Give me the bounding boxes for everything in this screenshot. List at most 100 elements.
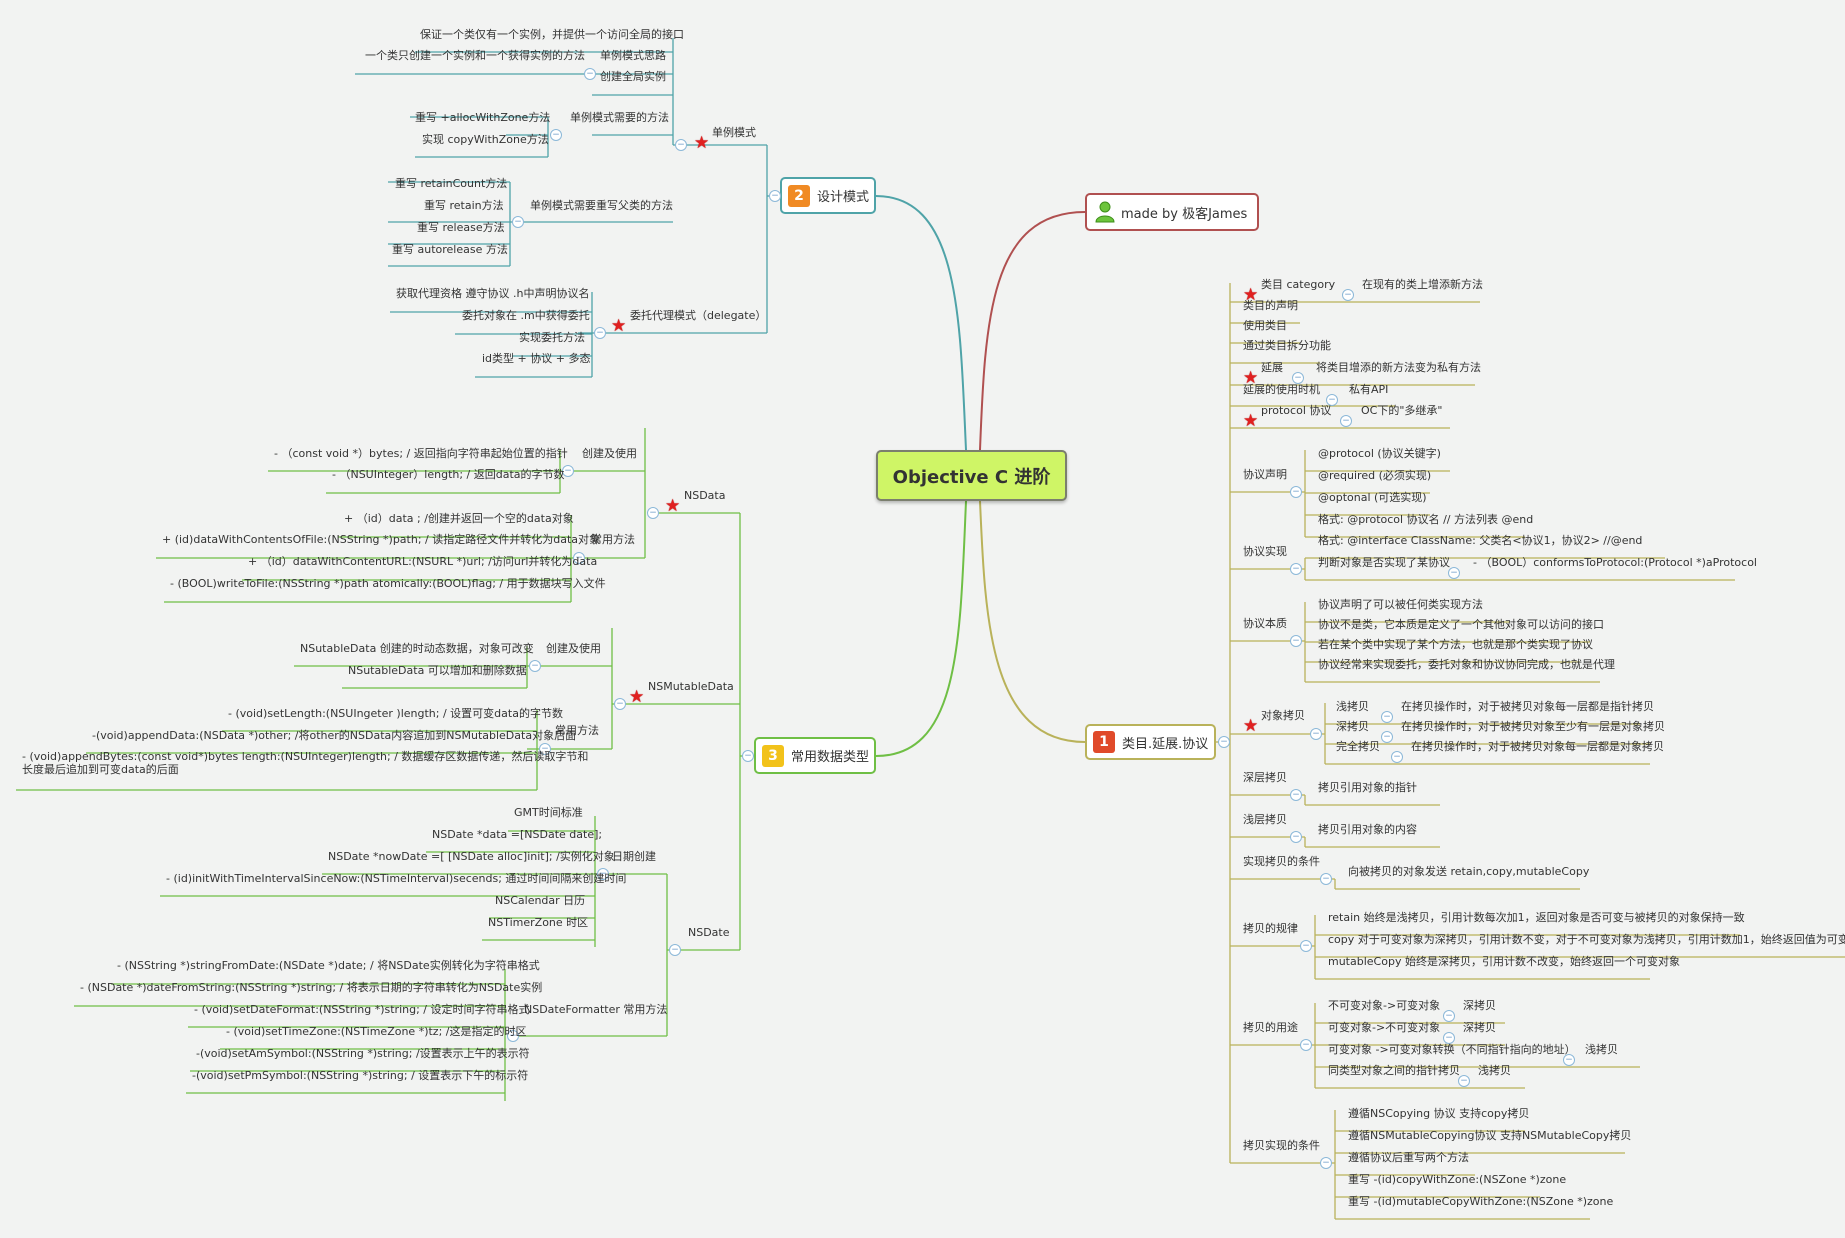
topic-node[interactable]: NSTimerZone 时区 (488, 916, 589, 929)
central-topic[interactable]: Objective C 进阶 (876, 450, 1067, 501)
topic-node[interactable]: 一个类只创建一个实例和一个获得实例的方法 (365, 49, 585, 62)
topic-node[interactable]: - （const void *）bytes; / 返回指向字符串起始位置的指针 (274, 447, 568, 460)
topic-node[interactable]: GMT时间标准 (514, 806, 583, 819)
topic-node[interactable]: retain 始终是浅拷贝，引用计数每次加1，返回对象是否可变与被拷贝的对象保持… (1328, 911, 1745, 924)
collapse-toggle-icon[interactable]: − (614, 698, 626, 710)
topic-node[interactable]: 协议不是类，它本质是定义了一个其他对象可以访问的接口 (1318, 618, 1604, 631)
topic-node[interactable]: 将类目增添的新方法变为私有方法 (1316, 361, 1481, 374)
topic-node[interactable]: 创建及使用 (546, 642, 601, 655)
topic-node[interactable]: 单例模式思路 (600, 49, 666, 62)
collapse-toggle-icon[interactable]: − (1391, 751, 1403, 763)
topic-node[interactable]: NSutableData 可以增加和删除数据 (348, 664, 527, 677)
topic-node[interactable]: 在现有的类上增添新方法 (1362, 278, 1483, 291)
collapse-toggle-icon[interactable]: − (1292, 372, 1304, 384)
topic-node[interactable]: 延展的使用时机 (1243, 383, 1320, 396)
collapse-toggle-icon[interactable]: − (550, 129, 562, 141)
topic-node[interactable]: 对象拷贝 (1261, 709, 1305, 722)
collapse-toggle-icon[interactable]: − (1443, 1010, 1455, 1022)
topic-node[interactable]: 浅拷贝 (1478, 1064, 1511, 1077)
topic-node[interactable]: 类目 category (1261, 278, 1336, 291)
collapse-toggle-icon[interactable]: − (1300, 1039, 1312, 1051)
topic-node[interactable]: 可变对象 ->可变对象转换（不同指针指向的地址） (1328, 1043, 1576, 1056)
topic-node[interactable]: - (NSDate *)dateFromString:(NSString *)s… (80, 981, 543, 994)
topic-node[interactable]: + (id)dataWithContentsOfFile:(NSString *… (162, 533, 601, 546)
topic-node[interactable]: protocol 协议 (1261, 404, 1332, 417)
topic-node[interactable]: 重写 -(id)mutableCopyWithZone:(NSZone *)zo… (1348, 1195, 1614, 1208)
collapse-toggle-icon[interactable]: − (1290, 563, 1302, 575)
topic-node[interactable]: 重写 autorelease 方法 (392, 243, 508, 256)
topic-node[interactable]: 重写 release方法 (417, 221, 505, 234)
topic-node[interactable]: 浅拷贝 (1585, 1043, 1618, 1056)
topic-node[interactable]: 常用方法 (555, 724, 599, 737)
collapse-toggle-icon[interactable]: − (1342, 289, 1354, 301)
collapse-toggle-icon[interactable]: − (1381, 711, 1393, 723)
collapse-toggle-icon[interactable]: − (1290, 486, 1302, 498)
topic-node[interactable]: 协议声明 (1243, 468, 1287, 481)
topic-node[interactable]: 创建及使用 (582, 447, 637, 460)
topic-node[interactable]: @protocol (协议关键字) (1318, 447, 1441, 460)
topic-node[interactable]: 深拷贝 (1463, 1021, 1496, 1034)
topic-node[interactable]: 遵循NSCopying 协议 支持copy拷贝 (1348, 1107, 1530, 1120)
topic-node[interactable]: 长度最后追加到可变data的后面 (22, 763, 179, 776)
topic-node[interactable]: 不可变对象->可变对象 (1328, 999, 1441, 1012)
collapse-toggle-icon[interactable]: − (1326, 394, 1338, 406)
topic-node[interactable]: @optonal (可选实现) (1318, 491, 1427, 504)
topic-node[interactable]: 使用类目 (1243, 319, 1287, 332)
collapse-toggle-icon[interactable]: − (1320, 873, 1332, 885)
topic-node[interactable]: 单例模式需要的方法 (570, 111, 669, 124)
topic-node[interactable]: - (id)initWithTimeIntervalSinceNow:(NSTi… (166, 872, 627, 885)
collapse-toggle-icon[interactable]: − (1290, 635, 1302, 647)
topic-node[interactable]: 格式: @interface ClassName: 父类名<协议1，协议2> /… (1318, 534, 1643, 547)
topic-node[interactable]: 拷贝引用对象的内容 (1318, 823, 1417, 836)
topic-node[interactable]: 在拷贝操作时，对于被拷贝对象至少有一层是对象拷贝 (1401, 720, 1665, 733)
topic-node[interactable]: OC下的"多继承" (1361, 404, 1443, 417)
topic-node[interactable]: 拷贝的规律 (1243, 922, 1298, 935)
topic-node[interactable]: 同类型对象之间的指针拷贝 (1328, 1064, 1460, 1077)
collapse-toggle-icon[interactable]: − (1340, 415, 1352, 427)
topic-node[interactable]: 格式: @protocol 协议名 // 方法列表 @end (1318, 513, 1534, 526)
topic-node[interactable]: 委托代理模式（delegate） (630, 309, 767, 322)
topic-node[interactable]: 完全拷贝 (1336, 740, 1380, 753)
topic-node[interactable]: 浅层拷贝 (1243, 813, 1287, 826)
topic-node[interactable]: 拷贝引用对象的指针 (1318, 781, 1417, 794)
topic-node[interactable]: 实现 copyWithZone方法 (422, 133, 549, 146)
topic-node[interactable]: -(void)setAmSymbol:(NSString *)string; /… (196, 1047, 530, 1060)
collapse-toggle-icon[interactable]: − (1310, 728, 1322, 740)
topic-node[interactable]: 重写 -(id)copyWithZone:(NSZone *)zone (1348, 1173, 1567, 1186)
collapse-toggle-icon[interactable]: − (1218, 736, 1230, 748)
topic-node[interactable]: id类型 + 协议 + 多态 (482, 352, 591, 365)
collapse-toggle-icon[interactable]: − (769, 190, 781, 202)
topic-node[interactable]: 延展 (1261, 361, 1283, 374)
topic-node[interactable]: NSDate (688, 926, 730, 939)
topic-made-by[interactable]: made by 极客James (1085, 193, 1259, 231)
topic-node[interactable]: NSDate *nowDate =[ [NSDate alloc]init]; … (328, 850, 615, 863)
topic-node[interactable]: - (void)setTimeZone:(NSTimeZone *)tz; /这… (226, 1025, 527, 1038)
topic-node[interactable]: 遵循协议后重写两个方法 (1348, 1151, 1469, 1164)
topic-node[interactable]: @required (必须实现) (1318, 469, 1432, 482)
topic-node[interactable]: 协议声明了可以被任何类实现方法 (1318, 598, 1483, 611)
topic-node[interactable]: - (NSString *)stringFromDate:(NSDate *)d… (117, 959, 540, 972)
topic-node[interactable]: 协议本质 (1243, 617, 1287, 630)
topic-node[interactable]: 浅拷贝 (1336, 700, 1369, 713)
topic-node[interactable]: 类目的声明 (1243, 299, 1298, 312)
collapse-toggle-icon[interactable]: − (539, 743, 551, 755)
collapse-toggle-icon[interactable]: − (1458, 1075, 1470, 1087)
topic-node[interactable]: 深层拷贝 (1243, 771, 1287, 784)
topic-node[interactable]: 日期创建 (612, 850, 656, 863)
collapse-toggle-icon[interactable]: − (669, 944, 681, 956)
topic-node[interactable]: - (void)setLength:(NSUIngeter )length; /… (228, 707, 563, 720)
topic-node[interactable]: 协议实现 (1243, 545, 1287, 558)
collapse-toggle-icon[interactable]: − (1448, 567, 1460, 579)
collapse-toggle-icon[interactable]: − (573, 552, 585, 564)
topic-node[interactable]: 协议经常来实现委托，委托对象和协议协同完成，也就是代理 (1318, 658, 1615, 671)
collapse-toggle-icon[interactable]: − (1563, 1054, 1575, 1066)
topic-node[interactable]: 拷贝的用途 (1243, 1021, 1298, 1034)
topic-node[interactable]: NSutableData 创建的时动态数据，对象可改变 (300, 642, 534, 655)
collapse-toggle-icon[interactable]: − (562, 465, 574, 477)
topic-design-patterns[interactable]: 2 设计模式 (780, 177, 876, 214)
topic-node[interactable]: - （NSUInteger）length; / 返回data的字节数 (332, 468, 565, 481)
topic-node[interactable]: 获取代理资格 遵守协议 .h中声明协议名 (396, 287, 590, 300)
collapse-toggle-icon[interactable]: − (1381, 731, 1393, 743)
topic-node[interactable]: 拷贝实现的条件 (1243, 1139, 1320, 1152)
topic-node[interactable]: 单例模式需要重写父类的方法 (530, 199, 673, 212)
